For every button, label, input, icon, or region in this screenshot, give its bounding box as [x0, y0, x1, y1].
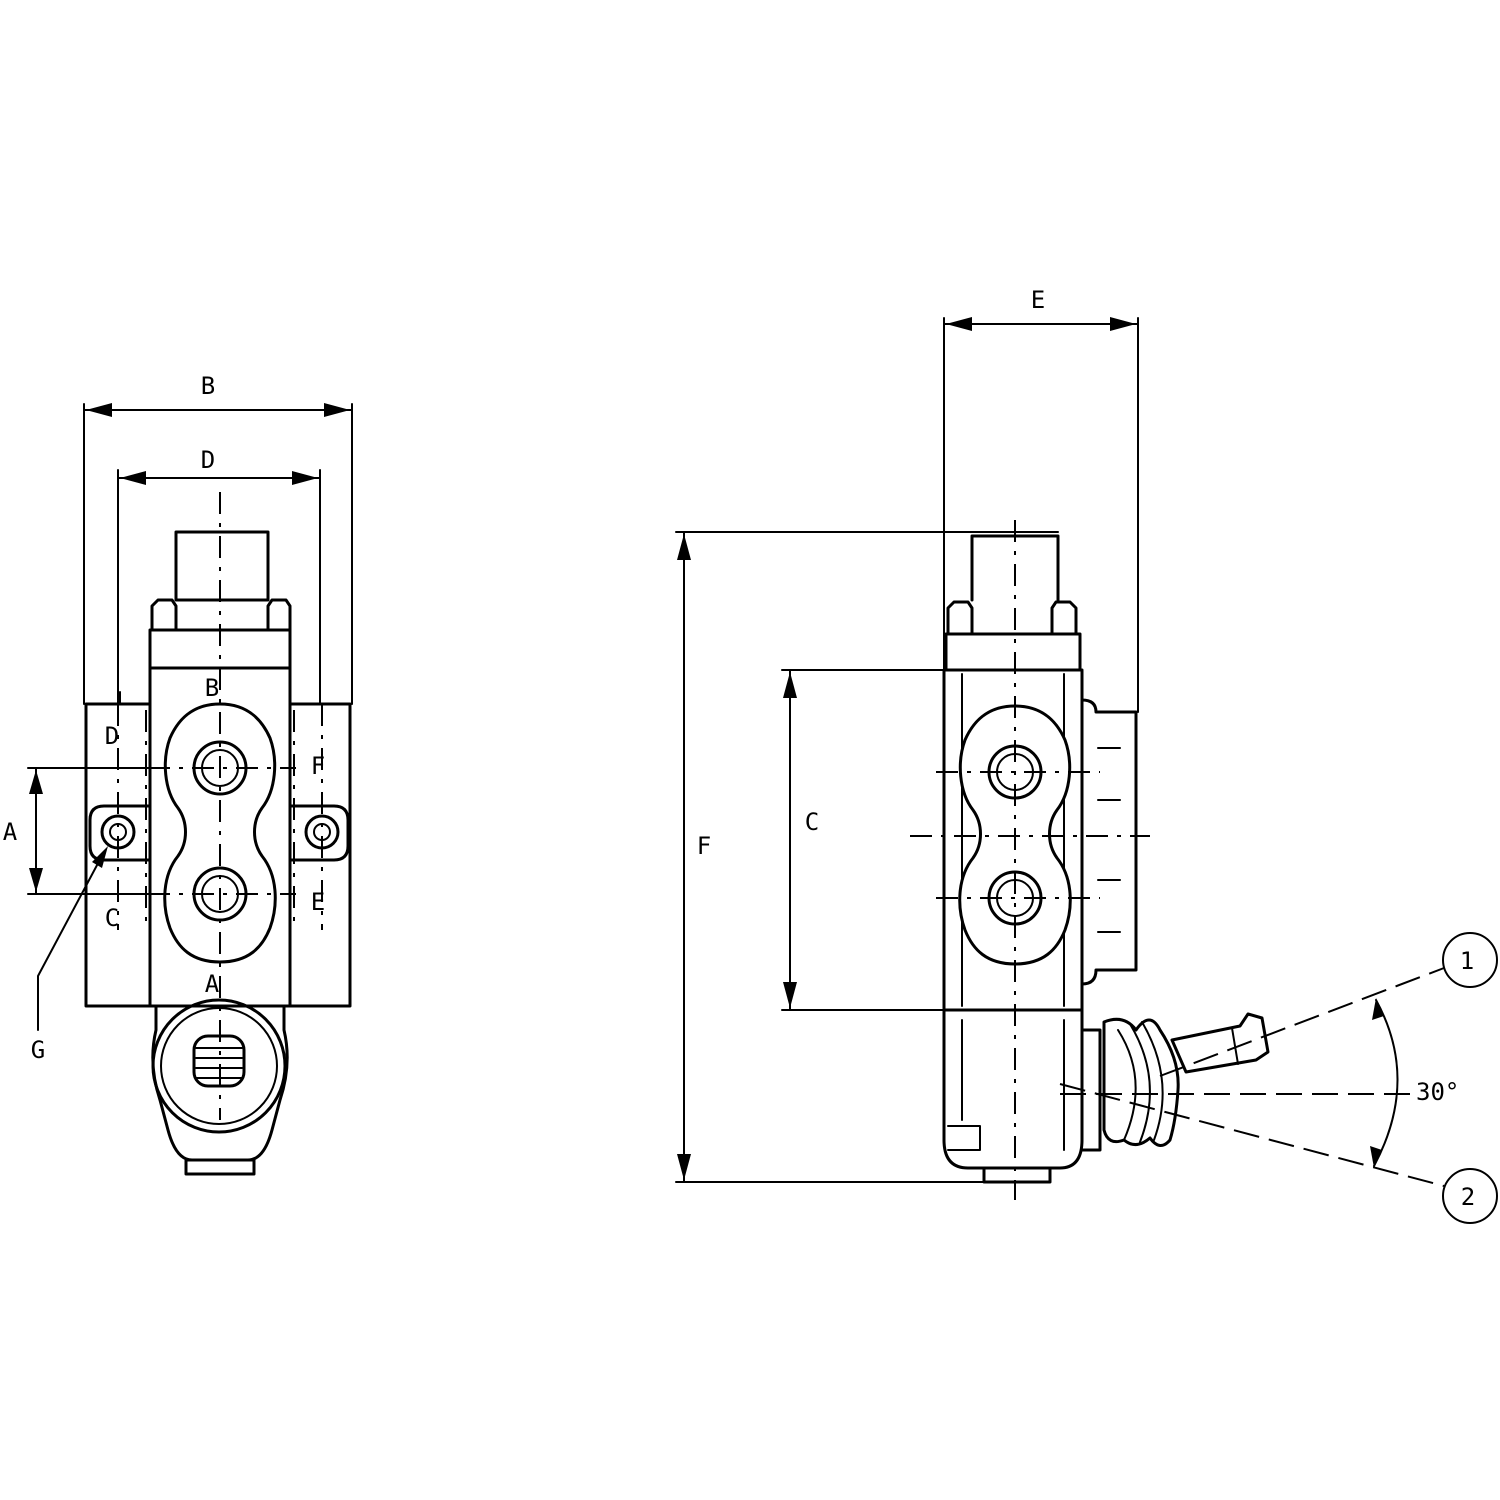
dim-b-arrow-right	[324, 403, 350, 417]
position-2-balloon	[1442, 1168, 1498, 1224]
callout-g-leader	[37, 851, 105, 1031]
side-handle-lever-tip	[1231, 1027, 1239, 1065]
side-spool-nuts	[946, 600, 1078, 636]
dim-c-arrow-bottom	[783, 982, 797, 1008]
dim-d-label: D	[201, 446, 215, 474]
port-label-a: A	[205, 970, 220, 998]
position-2-label: 2	[1461, 1183, 1475, 1211]
side-handle-boss	[1080, 1028, 1102, 1152]
port-label-b: B	[205, 674, 219, 702]
angle-label: 30°	[1416, 1078, 1459, 1106]
front-right-ear	[288, 804, 350, 862]
front-view: B D A B A D C F E G	[3, 372, 353, 1176]
dim-b-arrow-left	[86, 403, 112, 417]
angle-line-2	[1059, 1083, 1445, 1187]
dim-c-label: C	[805, 808, 819, 836]
position-1-balloon	[1442, 932, 1498, 988]
front-handle-spring	[195, 1047, 243, 1079]
dim-e-label: E	[1031, 286, 1045, 314]
port-label-d: D	[105, 722, 119, 750]
front-handle-boss	[151, 998, 287, 1134]
side-handle-boot-ribs	[1117, 1021, 1164, 1143]
dim-d-arrow-left	[120, 471, 146, 485]
port-label-f: F	[311, 752, 325, 780]
dim-f-arrow-top	[677, 534, 691, 560]
side-flange-ticks	[1097, 747, 1121, 933]
dim-a-arrow-top	[29, 770, 43, 794]
angle-line-1	[1159, 967, 1445, 1077]
angle-arc-arrow-top	[1372, 998, 1384, 1020]
side-view: E F C 30° 1 2	[675, 286, 1498, 1224]
dim-b-label: B	[201, 372, 215, 400]
side-right-flange	[1080, 698, 1138, 986]
front-bottom-plug	[184, 1158, 256, 1176]
front-left-ear	[88, 804, 152, 862]
callout-g-arrow	[92, 846, 108, 868]
side-bottom-plug	[982, 1166, 1052, 1184]
side-spool-collar	[944, 632, 1082, 672]
dim-a-arrow-bottom	[29, 868, 43, 892]
angle-arc	[1373, 999, 1399, 1167]
dim-c-arrow-top	[783, 672, 797, 698]
callout-g-label: G	[31, 1036, 45, 1064]
dim-a-label: A	[3, 818, 18, 846]
position-1-label: 1	[1460, 947, 1474, 975]
dim-e-arrow-right	[1110, 317, 1136, 331]
port-label-e: E	[311, 888, 325, 916]
dim-e-arrow-left	[946, 317, 972, 331]
front-spool-cap	[174, 530, 270, 602]
angle-arc-arrow-bottom	[1370, 1146, 1382, 1168]
front-spool-nuts	[150, 598, 292, 632]
side-handle-boot	[1102, 1017, 1180, 1147]
port-label-c: C	[105, 904, 119, 932]
front-right-flange	[288, 702, 352, 1008]
side-lower-housing	[942, 1008, 1084, 1170]
side-bottom-notch	[947, 1125, 981, 1151]
dim-d-arrow-right	[292, 471, 318, 485]
side-handle-lever	[1170, 1012, 1270, 1074]
dim-f-arrow-bottom	[677, 1154, 691, 1180]
dim-f-label: F	[697, 832, 711, 860]
